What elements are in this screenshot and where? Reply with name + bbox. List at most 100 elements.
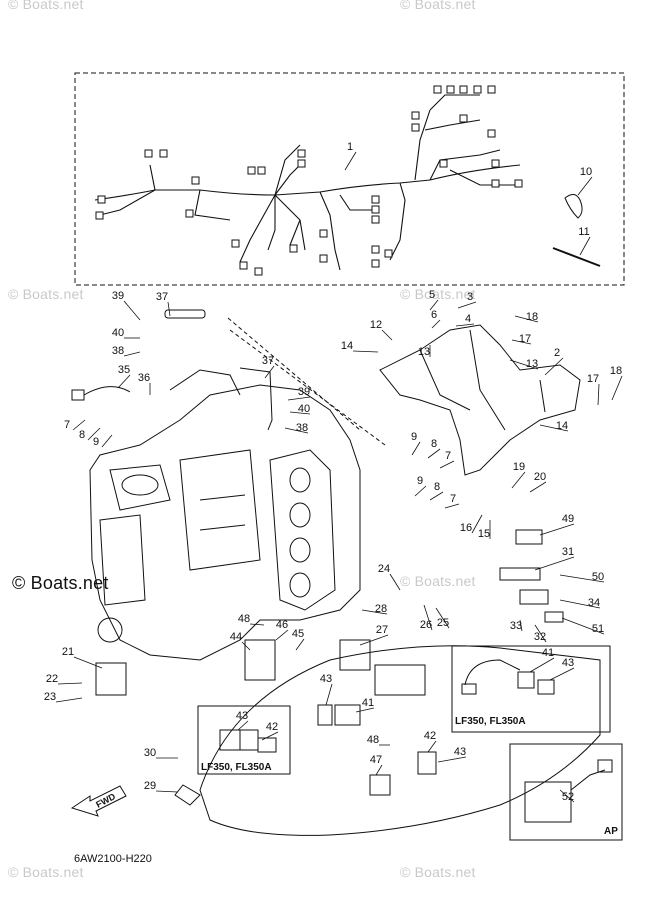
callout-36: 36 bbox=[138, 372, 150, 384]
callout-leader bbox=[579, 236, 591, 256]
bottom-cowling bbox=[199, 645, 601, 836]
callout-50: 50 bbox=[592, 571, 604, 583]
callout-leader bbox=[352, 350, 379, 353]
clamp-part-10 bbox=[564, 194, 583, 219]
callout-51: 51 bbox=[592, 623, 604, 635]
inset-box-left bbox=[197, 705, 291, 775]
callout-7: 7 bbox=[450, 493, 456, 505]
callout-leader bbox=[359, 634, 389, 646]
callout-leader bbox=[325, 683, 333, 706]
sensor-lead-37 bbox=[239, 367, 273, 431]
callout-leader bbox=[117, 374, 131, 389]
diagram-reference: 6AW2100-H220 bbox=[74, 853, 152, 865]
connector-part-35 bbox=[71, 389, 85, 401]
callout-38: 38 bbox=[112, 345, 124, 357]
harness-connectors bbox=[95, 85, 523, 276]
callout-leader bbox=[73, 656, 103, 669]
callout-leader bbox=[534, 556, 575, 571]
callout-leader bbox=[72, 419, 86, 431]
callout-25: 25 bbox=[437, 617, 449, 629]
callout-28: 28 bbox=[375, 603, 387, 615]
sensor-part-51 bbox=[544, 611, 564, 623]
callout-leader bbox=[539, 424, 569, 432]
callout-3: 3 bbox=[467, 291, 473, 303]
callout-16: 16 bbox=[460, 522, 472, 534]
callout-39: 39 bbox=[298, 386, 310, 398]
callout-32: 32 bbox=[534, 631, 546, 643]
variant-label-ap: AP bbox=[604, 826, 618, 837]
callout-leader bbox=[455, 323, 475, 327]
part-41-body bbox=[334, 704, 361, 726]
callout-22: 22 bbox=[46, 673, 58, 685]
watermark: © Boats.net bbox=[400, 286, 476, 302]
callout-leader bbox=[437, 756, 467, 763]
callout-9: 9 bbox=[93, 436, 99, 448]
callout-7: 7 bbox=[445, 450, 451, 462]
callout-leader bbox=[435, 607, 450, 629]
callout-52: 52 bbox=[562, 791, 574, 803]
callout-35: 35 bbox=[118, 364, 130, 376]
watermark: © Boats.net bbox=[8, 0, 84, 12]
callout-leader bbox=[295, 638, 305, 651]
callout-leader bbox=[87, 427, 101, 441]
callout-leader bbox=[355, 707, 375, 713]
callout-38: 38 bbox=[296, 422, 308, 434]
callout-19: 19 bbox=[513, 461, 525, 473]
callout-leader bbox=[381, 329, 393, 341]
callout-leader bbox=[429, 491, 444, 501]
callout-33: 33 bbox=[510, 620, 522, 632]
sensor-part-37 bbox=[164, 309, 206, 319]
callout-15: 15 bbox=[478, 528, 490, 540]
callout-6: 6 bbox=[431, 309, 437, 321]
callout-leader bbox=[519, 619, 523, 632]
callout-46: 46 bbox=[276, 619, 288, 631]
callout-leader bbox=[427, 740, 437, 753]
callout-leader bbox=[549, 667, 575, 681]
callout-20: 20 bbox=[534, 471, 546, 483]
sensor-part-34 bbox=[519, 589, 549, 605]
bracket-part-2 bbox=[379, 324, 581, 476]
callout-42: 42 bbox=[266, 721, 278, 733]
watermark: © Boats.net bbox=[400, 573, 476, 589]
callout-leader bbox=[123, 351, 141, 357]
callout-2: 2 bbox=[554, 347, 560, 359]
callout-leader bbox=[55, 697, 83, 703]
callout-leader bbox=[101, 434, 113, 448]
callout-leader bbox=[471, 514, 483, 534]
callout-leader bbox=[375, 764, 383, 776]
callout-leader bbox=[559, 789, 575, 803]
tie-part-11 bbox=[552, 247, 601, 267]
callout-41: 41 bbox=[542, 647, 554, 659]
watermark-main: © Boats.net bbox=[12, 573, 109, 593]
callout-leader bbox=[511, 339, 532, 345]
callout-18: 18 bbox=[610, 365, 622, 377]
callout-39: 39 bbox=[112, 290, 124, 302]
callout-leader bbox=[237, 720, 249, 731]
variant-label: LF350, FL350A bbox=[455, 716, 526, 727]
clip-part-42 bbox=[417, 751, 437, 775]
inset-box-right bbox=[451, 645, 611, 733]
callout-leader bbox=[264, 365, 275, 379]
callout-leader bbox=[539, 523, 575, 536]
callout-leader bbox=[167, 301, 171, 317]
callout-12: 12 bbox=[370, 319, 382, 331]
callout-leader bbox=[529, 481, 547, 493]
callout-49: 49 bbox=[562, 513, 574, 525]
callout-21: 21 bbox=[62, 646, 74, 658]
callout-leader bbox=[284, 427, 309, 434]
callout-13: 13 bbox=[526, 358, 538, 370]
callout-8: 8 bbox=[79, 429, 85, 441]
callout-24: 24 bbox=[378, 563, 390, 575]
callout-leader bbox=[123, 300, 141, 321]
callout-43: 43 bbox=[236, 710, 248, 722]
callout-leader bbox=[509, 359, 539, 370]
callout-leader bbox=[534, 624, 547, 643]
callout-37: 37 bbox=[156, 291, 168, 303]
callout-43: 43 bbox=[320, 673, 332, 685]
callout-leader bbox=[529, 657, 555, 673]
watermark: © Boats.net bbox=[400, 864, 476, 880]
callout-41: 41 bbox=[362, 697, 374, 709]
callout-37: 37 bbox=[262, 355, 274, 367]
